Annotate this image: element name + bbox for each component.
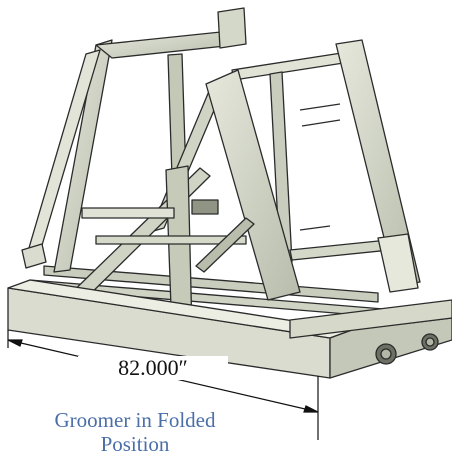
caption-line-2: Position: [100, 432, 170, 456]
caster-wheel-icon: [421, 333, 439, 351]
cross-bar-2: [95, 235, 247, 245]
spring-rod: [299, 225, 331, 231]
gear-box: [191, 199, 219, 215]
back-frame-lower-beam: [289, 239, 391, 261]
rear-frame-left-post: [53, 39, 113, 273]
figure-caption: Groomer in Folded Position: [20, 408, 250, 456]
back-frame-top-beam: [231, 51, 351, 81]
caster-wheel-icon: [375, 343, 397, 365]
base-front-right-rail: [289, 299, 452, 339]
cross-bar-1: [81, 207, 175, 219]
caption-line-1: Groomer in Folded: [54, 408, 216, 432]
back-frame-right-beam: [335, 39, 421, 287]
dimension-arrow-right: [303, 405, 319, 413]
dimension-label: 82.000″: [78, 356, 228, 380]
hydraulic-cylinder: [195, 217, 255, 273]
left-arm-end: [21, 243, 47, 269]
spring-rod: [301, 119, 341, 127]
spring-rod: [299, 103, 341, 111]
dimension-arrow-left: [7, 339, 23, 347]
rear-frame-top-cap: [217, 7, 247, 49]
back-frame-end-panel: [377, 233, 419, 293]
